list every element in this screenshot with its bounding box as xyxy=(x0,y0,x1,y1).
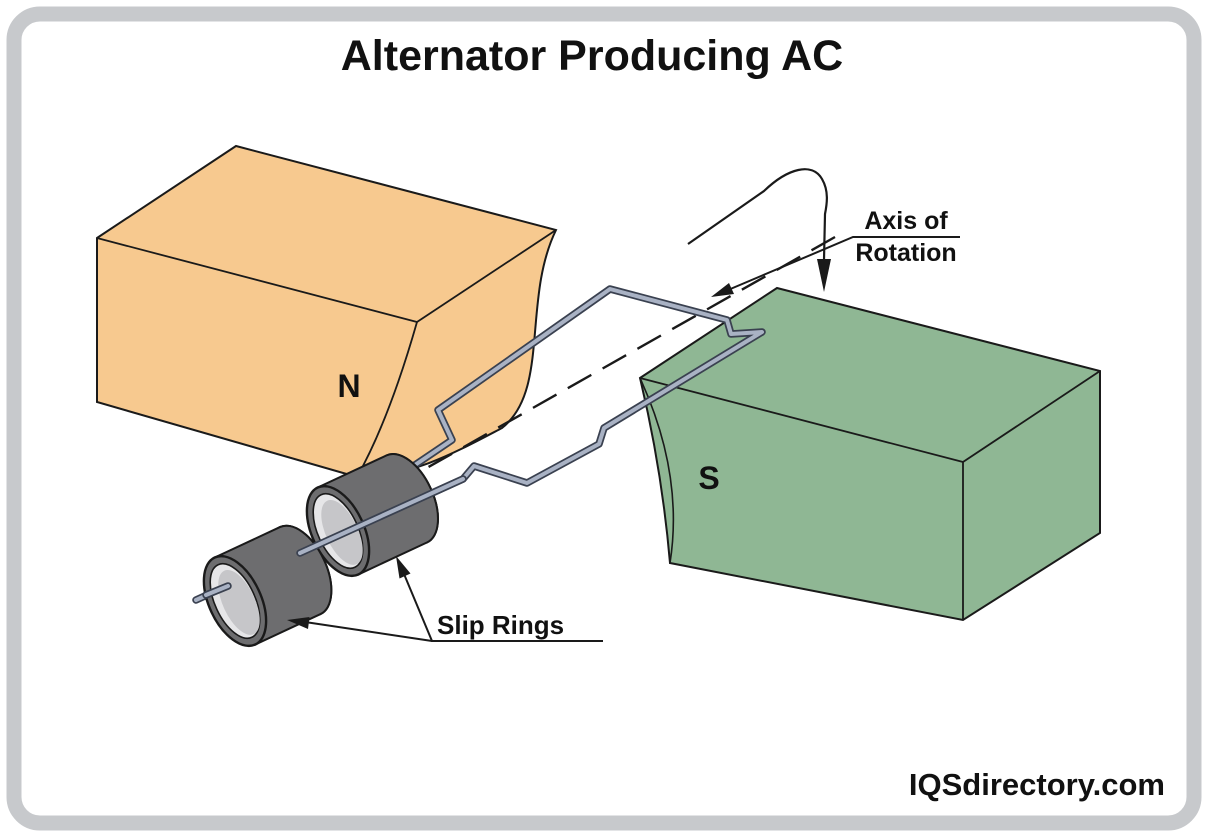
diagram-title: Alternator Producing AC xyxy=(341,32,843,80)
slip-rings-arrow-2-icon xyxy=(287,617,310,629)
rotation-arrow-curve xyxy=(687,168,828,261)
wire-through-rings xyxy=(202,475,467,599)
slip-rings-label-group: Slip Rings xyxy=(287,556,603,642)
north-magnet-body xyxy=(96,144,558,479)
south-pole-label: S xyxy=(698,460,719,496)
south-magnet: S xyxy=(638,286,1101,622)
slip-rings-arrow-1-icon xyxy=(396,556,411,579)
rotation-arrow xyxy=(687,168,831,292)
coil-wire xyxy=(194,287,764,602)
rotation-arrow-head-icon xyxy=(817,259,831,292)
slip-ring-rear xyxy=(305,453,439,578)
north-pole-label: N xyxy=(337,368,360,404)
axis-dashed-line xyxy=(401,235,836,484)
wire-across-ring1 xyxy=(298,477,465,555)
axis-leader-arrow-icon xyxy=(711,283,734,297)
north-magnet-concave-curve xyxy=(356,321,418,478)
axis-label-line2: Rotation xyxy=(855,239,956,267)
south-magnet-side-edge xyxy=(962,370,1101,620)
watermark: IQSdirectory.com xyxy=(909,767,1165,802)
south-magnet-top-edge xyxy=(639,377,964,463)
axis-label-group: Axis of Rotation xyxy=(711,207,960,297)
north-magnet: N xyxy=(96,144,558,479)
north-magnet-top-edge xyxy=(96,237,418,323)
north-magnet-cut-edge xyxy=(416,229,557,323)
south-magnet-body xyxy=(638,286,1101,622)
axis-leader-line xyxy=(727,236,960,291)
image-frame xyxy=(6,6,1202,831)
wire-inside-ring2 xyxy=(204,584,230,597)
armature-coil xyxy=(192,285,766,604)
slip-rings-leader-2 xyxy=(304,621,433,642)
axis-label-line1: Axis of xyxy=(864,207,948,235)
slip-rings-label: Slip Rings xyxy=(437,610,564,640)
